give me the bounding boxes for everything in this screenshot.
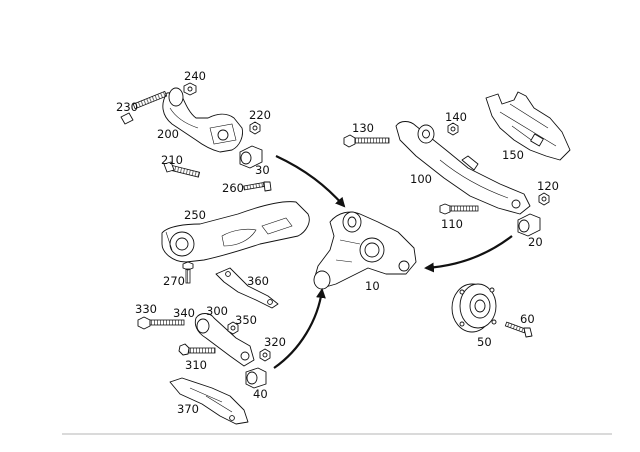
label-part-260: 260 xyxy=(222,181,244,195)
bushing-40[interactable] xyxy=(245,367,267,389)
label-part-110: 110 xyxy=(441,217,463,231)
upper-control-arm-200[interactable] xyxy=(162,87,243,153)
toe-link-300[interactable] xyxy=(194,313,255,367)
label-part-270: 270 xyxy=(163,274,185,288)
label-part-300: 300 xyxy=(206,304,228,318)
label-part-100: 100 xyxy=(410,172,432,186)
label-part-210: 210 xyxy=(161,153,183,167)
nut-240[interactable] xyxy=(183,82,197,96)
bolt-210[interactable] xyxy=(163,161,201,178)
label-part-130: 130 xyxy=(352,121,374,135)
label-part-150: 150 xyxy=(502,148,524,162)
bolt-60[interactable] xyxy=(504,321,533,338)
label-part-120: 120 xyxy=(537,179,559,193)
bracket-360[interactable] xyxy=(215,267,279,309)
cover-370[interactable] xyxy=(169,377,249,425)
nut-140[interactable] xyxy=(447,122,459,136)
label-part-30: 30 xyxy=(255,163,270,177)
arrow-toe-link-to-carrier xyxy=(273,288,326,369)
bolt-230[interactable] xyxy=(120,90,168,125)
bolt-330[interactable] xyxy=(137,316,185,330)
bushing-20[interactable] xyxy=(517,213,541,237)
bolt-260[interactable] xyxy=(243,181,272,192)
label-part-140: 140 xyxy=(445,110,467,124)
label-part-20: 20 xyxy=(528,235,543,249)
bushing-30[interactable] xyxy=(239,145,263,169)
label-part-320: 320 xyxy=(264,335,286,349)
arrow-upper-arm-to-carrier xyxy=(275,155,346,208)
label-part-240: 240 xyxy=(184,69,206,83)
nut-350[interactable] xyxy=(227,321,239,335)
trailing-arm-100[interactable] xyxy=(395,121,531,215)
bolt-130[interactable] xyxy=(343,134,390,148)
label-part-40: 40 xyxy=(253,387,268,401)
label-part-310: 310 xyxy=(185,358,207,372)
shield-150[interactable] xyxy=(485,91,571,161)
label-part-360: 360 xyxy=(247,274,269,288)
label-part-250: 250 xyxy=(184,208,206,222)
wheel-carrier-10[interactable] xyxy=(313,211,417,290)
label-part-230: 230 xyxy=(116,100,138,114)
nut-120[interactable] xyxy=(538,192,550,206)
label-part-330: 330 xyxy=(135,302,157,316)
label-part-350: 350 xyxy=(235,313,257,327)
arrow-trailing-arm-to-carrier xyxy=(424,235,513,273)
bolt-270[interactable] xyxy=(182,261,194,284)
bolt-110[interactable] xyxy=(439,203,479,215)
lower-spring-arm-250[interactable] xyxy=(161,201,310,263)
wheel-hub-50[interactable] xyxy=(451,283,497,333)
nut-220[interactable] xyxy=(249,121,261,135)
nut-320[interactable] xyxy=(259,348,271,362)
label-part-340: 340 xyxy=(173,306,195,320)
label-part-200: 200 xyxy=(157,127,179,141)
label-part-50: 50 xyxy=(477,335,492,349)
label-part-10: 10 xyxy=(365,279,380,293)
label-part-370: 370 xyxy=(177,402,199,416)
bolt-310[interactable] xyxy=(178,343,216,356)
label-part-60: 60 xyxy=(520,312,535,326)
label-part-220: 220 xyxy=(249,108,271,122)
